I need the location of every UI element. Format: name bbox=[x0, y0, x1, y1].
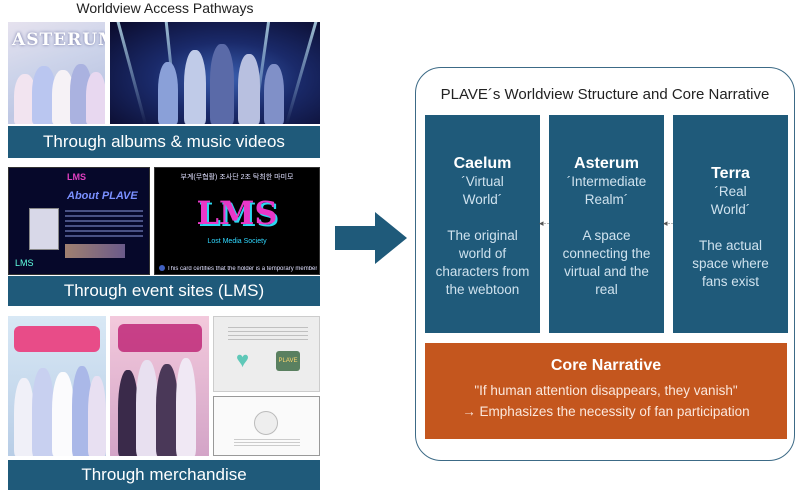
connector-left: ◂··▸ bbox=[539, 218, 555, 228]
column-description: A space connecting the virtual and the r… bbox=[562, 228, 651, 297]
lms-logo: LMS bbox=[196, 194, 278, 232]
band-event-sites: Through event sites (LMS) bbox=[8, 276, 320, 306]
lms-site-header: About PLAVE bbox=[67, 190, 138, 202]
band-merchandise: Through merchandise bbox=[8, 460, 320, 490]
core-title: Core Narrative bbox=[550, 357, 662, 374]
right-arrow-icon bbox=[335, 212, 407, 264]
panel-title: PLAVE´s Worldview Structure and Core Nar… bbox=[440, 86, 770, 103]
core-narrative-box: Core Narrative "If human attention disap… bbox=[425, 343, 787, 439]
column-description: The original world of characters from th… bbox=[435, 228, 530, 297]
column-name: Terra bbox=[711, 165, 750, 182]
column-name: Caelum bbox=[453, 155, 512, 172]
lms-corner-logo: LMS bbox=[15, 258, 34, 268]
column-asterum: Asterum ´Intermediate Realm´ A space con… bbox=[549, 115, 664, 333]
lms-small-logo: LMS bbox=[67, 172, 86, 182]
core-quote: "If human attention disappears, they van… bbox=[474, 383, 738, 398]
column-caelum: Caelum ´Virtual World´ The original worl… bbox=[425, 115, 540, 333]
album-logo: ASTERUM bbox=[12, 30, 105, 50]
merch-magazine-cover-image bbox=[8, 316, 106, 456]
lms-website-image: LMS About PLAVE LMS bbox=[8, 167, 150, 275]
column-subtitle: ´Virtual World´ bbox=[461, 174, 504, 207]
column-name: Asterum bbox=[574, 155, 639, 172]
column-description: The actual space where fans exist bbox=[692, 238, 769, 289]
merch-card-image: ♥ PLAVE bbox=[213, 316, 320, 392]
lms-logo-sub: Lost Media Society bbox=[207, 238, 267, 245]
column-terra: Terra ´Real World´ The actual space wher… bbox=[673, 115, 788, 333]
merch-poster-image bbox=[110, 316, 209, 456]
lms-membership-card-image: 부계(무협활) 조사단 2조 탁최한 마미모 LMS Lost Media So… bbox=[154, 167, 320, 275]
music-video-image bbox=[110, 22, 320, 124]
merch-sheet-image bbox=[213, 396, 320, 456]
lms-card-top-text: 부계(무협활) 조사단 2조 탁최한 마미모 bbox=[180, 174, 294, 181]
core-emphasis: → Emphasizes the necessity of fan partic… bbox=[462, 404, 750, 419]
merch-badge: PLAVE bbox=[276, 351, 300, 371]
worldview-panel: PLAVE´s Worldview Structure and Core Nar… bbox=[415, 67, 795, 461]
connector-right: ◂··▸ bbox=[663, 218, 679, 228]
lms-card-footer: This card certifies that the holder is a… bbox=[167, 266, 317, 272]
album-cover-image: ASTERUM bbox=[8, 22, 105, 124]
band-albums: Through albums & music videos bbox=[8, 126, 320, 158]
column-subtitle: ´Intermediate Realm´ bbox=[566, 174, 647, 207]
left-title: Worldview Access Pathways bbox=[76, 0, 254, 16]
column-subtitle: ´Real World´ bbox=[710, 184, 751, 217]
